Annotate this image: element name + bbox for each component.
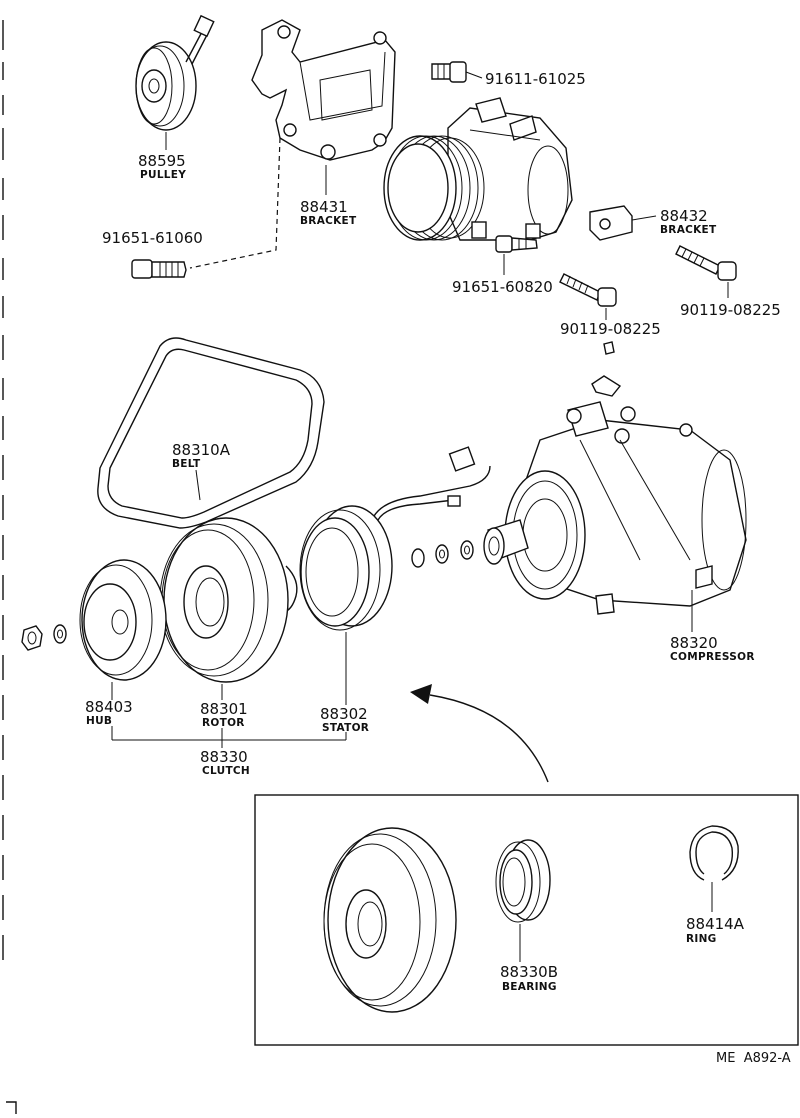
bolt-guide-line [189, 137, 281, 269]
bracket-88431-drawing [251, 19, 396, 195]
reference-code: ME A892-A [716, 1051, 791, 1066]
bolt-91651-61060-drawing [131, 259, 187, 279]
bolt-90119-08225-a-drawing [559, 273, 617, 320]
stator-drawing [299, 505, 393, 705]
stator-part-number: 88302 [320, 705, 368, 723]
belt-drawing [97, 337, 325, 529]
compressor-part-number: 88320 [670, 634, 718, 652]
compressor-drawing [483, 401, 747, 632]
bearing-part-name: BEARING [502, 981, 557, 993]
rotor-drawing [159, 517, 289, 700]
ring-drawing [689, 825, 739, 912]
bolt-91611-61025-drawing [431, 61, 483, 83]
clutch-part-number: 88330 [200, 748, 248, 766]
compressor-part-name: COMPRESSOR [670, 651, 755, 663]
bolt-90119-08225-b-part-number: 90119-08225 [680, 301, 781, 319]
ring-part-name: RING [686, 933, 717, 945]
ring-part-number: 88414A [686, 915, 745, 933]
bolt-91651-61060-part-number: 91651-61060 [102, 229, 203, 247]
compressor-upper-drawing [383, 97, 573, 241]
snap-ring-drawing [283, 565, 298, 613]
bearing-drawing [495, 839, 551, 962]
belt-part-name: BELT [172, 458, 201, 470]
fitting-drawing [591, 341, 622, 397]
rotor-part-number: 88301 [200, 700, 248, 718]
pulley-drawing [135, 14, 215, 150]
bracket-88431-part-name: BRACKET [300, 215, 357, 227]
bolt-91651-60820-drawing [495, 235, 538, 275]
corner-mark [6, 1101, 17, 1114]
detail-arrow [410, 684, 549, 783]
rotor-part-name: ROTOR [202, 717, 245, 729]
stator-part-name: STATOR [322, 722, 369, 734]
hub-drawing [79, 559, 167, 700]
hub-part-number: 88403 [85, 698, 133, 716]
bolt-90119-08225-a-part-number: 90119-08225 [560, 320, 661, 338]
clutch-part-name: CLUTCH [202, 765, 250, 777]
bracket-88432-part-number: 88432 [660, 207, 708, 225]
bearing-part-number: 88330B [500, 963, 558, 981]
bolt-91651-60820-part-number: 91651-60820 [452, 278, 553, 296]
bolt-91611-61025-part-number: 91611-61025 [485, 70, 586, 88]
pulley-part-name: PULLEY [140, 169, 186, 181]
hub-part-name: HUB [86, 715, 112, 727]
pulley-part-number: 88595 [138, 152, 186, 170]
bracket-88432-part-name: BRACKET [660, 224, 717, 236]
detail-box [254, 794, 799, 1046]
bolt-90119-08225-b-drawing [675, 245, 737, 298]
clutch-group-lines [111, 726, 347, 748]
washers-drawing [411, 540, 474, 568]
bracket-88431-part-number: 88431 [300, 198, 348, 216]
belt-part-number: 88310A [172, 441, 231, 459]
nut-drawing [21, 624, 67, 651]
bracket-88432-drawing [589, 205, 657, 241]
wire-harness-drawing [371, 446, 491, 521]
detail-rotor-drawing [323, 827, 457, 1013]
